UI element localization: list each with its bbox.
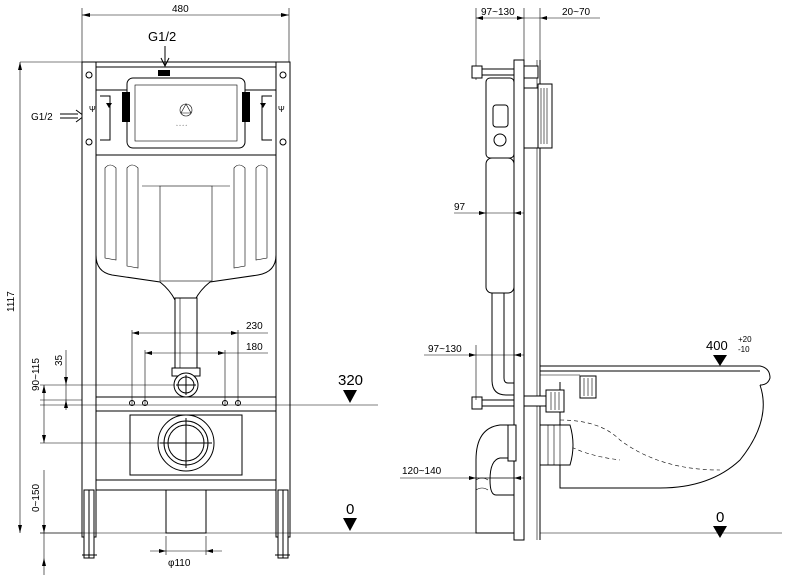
dim-97: 97 — [454, 202, 466, 213]
level-320-label: 320 — [338, 372, 363, 389]
frame-post-left — [81, 61, 97, 538]
level-0-side-label: 0 — [716, 509, 724, 526]
pipe-diameter-label: φ110 — [168, 558, 191, 569]
width-dimension: 480 — [81, 4, 290, 62]
front-view: 480 G1/2 G1/2 — [6, 4, 510, 575]
pipe-diameter: φ110 — [150, 536, 222, 569]
svg-text:Ψ: Ψ — [278, 105, 285, 114]
toilet-bowl — [523, 365, 771, 489]
spacing-dimensions: 230 180 — [131, 321, 268, 405]
dim-97-130-mid-group: 97~130 — [424, 344, 524, 400]
flush-plate — [537, 83, 553, 149]
dim-120-140: 120~140 — [402, 466, 442, 477]
cistern: ◦ ◦ ◦ ◦ Ψ Ψ — [89, 70, 285, 301]
side-frame-post — [513, 59, 525, 541]
bowl-tol-plus: +20 — [738, 335, 752, 344]
recycle-icon: ◦ ◦ ◦ ◦ — [176, 103, 193, 129]
level-320: 320 — [40, 372, 378, 406]
dim-180: 180 — [246, 342, 263, 353]
height-label: 1117 — [6, 291, 17, 312]
flush-pipe — [171, 297, 201, 398]
top-inlet-label: G1/2 — [148, 29, 176, 44]
dim-90-115: 90~115 — [31, 358, 42, 391]
svg-text:◦ ◦ ◦ ◦: ◦ ◦ ◦ ◦ — [176, 123, 187, 129]
drain-elbow — [475, 424, 517, 534]
side-cistern — [485, 77, 553, 396]
bowl-height-label: 400 +20 -10 — [706, 335, 752, 366]
side-inlet-label: G1/2 — [31, 112, 53, 123]
frame — [81, 61, 291, 559]
cistern-tank — [95, 154, 277, 301]
side-inlet: G1/2 — [31, 109, 85, 123]
level-0-front-label: 0 — [346, 501, 354, 518]
dim-20-70: 20~70 — [562, 7, 591, 18]
bowl-tol-minus: -10 — [738, 345, 750, 354]
flush-pipe-vertical — [174, 297, 198, 371]
frame-post-right — [275, 61, 291, 538]
dim-0-150: 0~150 — [31, 483, 42, 512]
mounting-rail — [95, 396, 277, 412]
level-0-front: 0 — [40, 501, 510, 534]
level-0-side: 0 — [540, 509, 782, 538]
dim-97-130-mid: 97~130 — [428, 344, 462, 355]
width-label: 480 — [172, 4, 189, 15]
bottom-bar — [95, 479, 277, 491]
dim-97-group: 97 — [454, 202, 524, 215]
top-inlet: G1/2 — [148, 29, 176, 68]
dim-230: 230 — [246, 321, 263, 332]
bowl-base: 400 — [706, 338, 728, 353]
vertical-dimensions: 1117 90~115 35 0~150 — [6, 61, 175, 575]
dim-97-130-top: 97~130 — [481, 7, 515, 18]
dim-35: 35 — [54, 354, 65, 366]
dim-120-140-group: 120~140 — [400, 466, 524, 480]
drain-pipe — [165, 489, 207, 534]
drain-outlet — [129, 414, 243, 534]
svg-text:Ψ: Ψ — [89, 105, 96, 114]
side-view: 97~130 20~70 — [400, 7, 782, 541]
